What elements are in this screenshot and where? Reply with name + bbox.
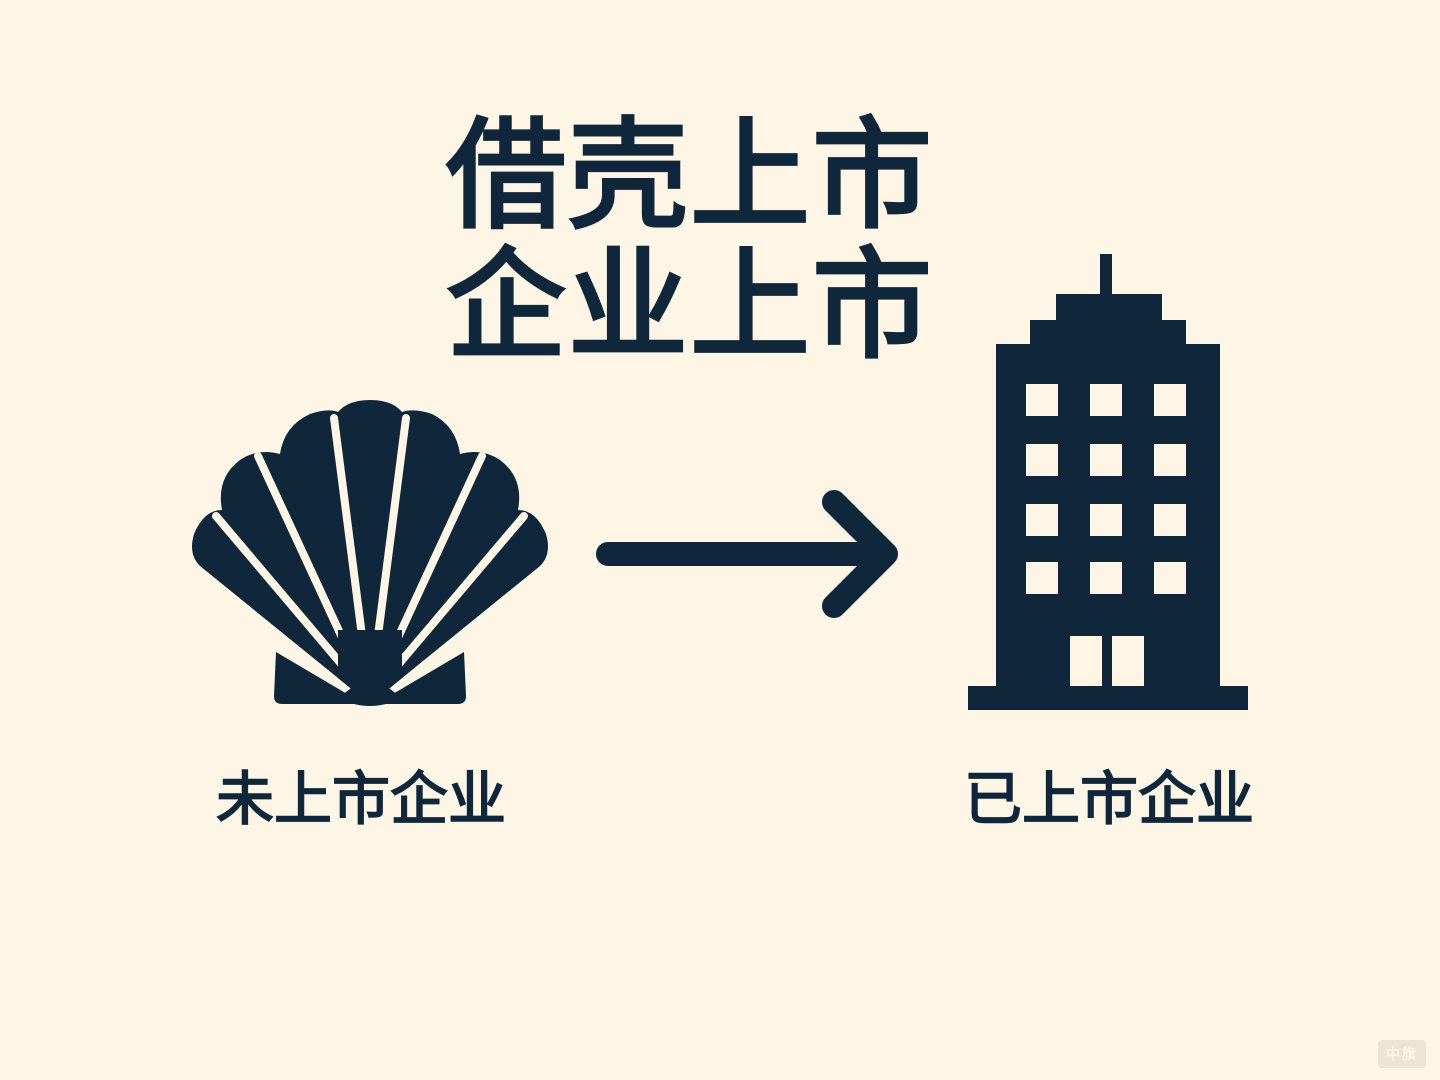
arrow-right-icon — [596, 490, 898, 618]
title-line-1: 借壳上市 — [446, 107, 934, 246]
listed-company-label: 已上市企业 — [964, 765, 1255, 833]
title-line-2: 企业上市 — [446, 237, 934, 376]
diagram-title: 借壳上市 企业上市 — [446, 112, 946, 372]
unlisted-company-label: 未上市企业 — [216, 765, 507, 833]
watermark: 中旗 — [1378, 1040, 1426, 1068]
building-icon — [968, 254, 1248, 710]
shell-icon — [192, 400, 548, 706]
